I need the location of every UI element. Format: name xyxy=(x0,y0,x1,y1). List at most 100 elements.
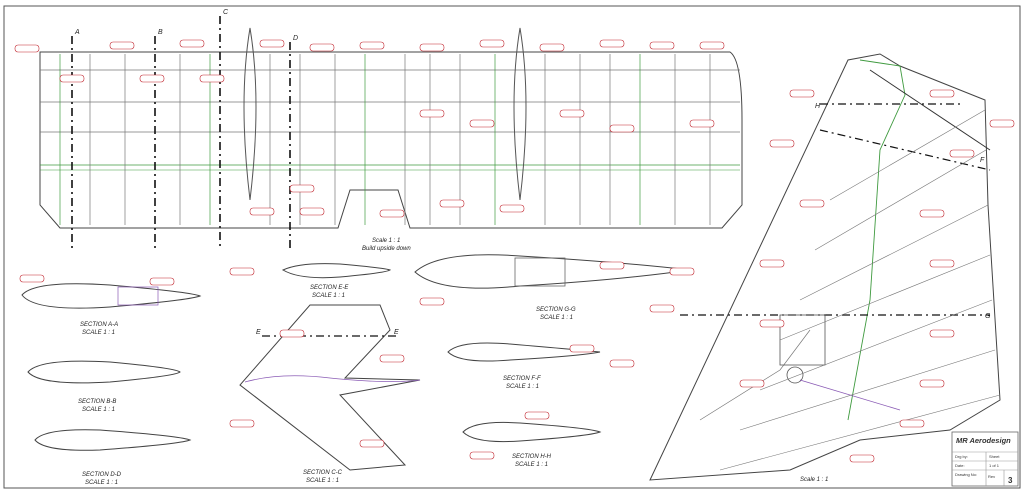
dimension-callout xyxy=(499,204,525,213)
dimension-callout xyxy=(179,39,205,48)
dimension-callout xyxy=(199,74,225,83)
section-h-h-title: SECTION H-H xyxy=(512,454,552,460)
section-c-c-scale: SCALE 1 : 1 xyxy=(306,478,339,484)
dimension-callout xyxy=(699,41,725,50)
dimension-callout xyxy=(249,207,275,216)
dimension-callout xyxy=(799,199,825,208)
dimension-callout xyxy=(229,267,255,276)
section-letter-d: D xyxy=(293,35,298,42)
section-g-g-title: SECTION G-G xyxy=(536,307,576,313)
pod-right xyxy=(513,27,527,201)
title-block: MR Aerodesign Drg by: Date: Drawing No: … xyxy=(951,431,1019,487)
dimension-callout xyxy=(609,359,635,368)
dimension-callout xyxy=(759,259,785,268)
section-g-g-scale: SCALE 1 : 1 xyxy=(540,315,573,321)
dimension-callout xyxy=(139,74,165,83)
section-letter-h: H xyxy=(815,103,821,110)
section-d-d-scale: SCALE 1 : 1 xyxy=(85,480,118,486)
tb-sheet-label: Sheet xyxy=(989,454,1000,459)
fin-side-view: H F G Scale 1 : 1 xyxy=(649,53,1001,483)
dimension-callout xyxy=(299,207,325,216)
section-e-e: SECTION E-E SCALE 1 : 1 xyxy=(281,263,392,299)
dimension-callout xyxy=(789,89,815,98)
pod-left xyxy=(243,27,257,201)
dimension-callout xyxy=(989,119,1015,128)
tb-row1: Drg by: xyxy=(955,454,968,459)
tb-rev-label: Rev xyxy=(988,474,995,479)
section-b-b-scale: SCALE 1 : 1 xyxy=(82,407,115,413)
dimension-callout xyxy=(439,199,465,208)
section-b-b-title: SECTION B-B xyxy=(78,399,116,405)
dimension-callout xyxy=(609,124,635,133)
scale-bottom-label: Scale 1 : 1 xyxy=(800,477,828,483)
dimension-callout xyxy=(149,277,175,286)
tb-row2: Date: xyxy=(955,463,965,468)
sheet-number: 3 xyxy=(1008,476,1013,485)
section-e-e-title: SECTION E-E xyxy=(310,285,349,291)
section-g-g: SECTION G-G SCALE 1 : 1 xyxy=(414,254,691,321)
fin-rib xyxy=(814,149,987,251)
fin-rib xyxy=(719,394,1001,471)
dimension-callout xyxy=(919,209,945,218)
dimension-callout xyxy=(919,379,945,388)
dimension-callout xyxy=(689,119,715,128)
section-letter-c: C xyxy=(223,9,229,16)
fin-ribs xyxy=(719,109,1001,471)
section-a-a-title: SECTION A-A xyxy=(80,322,118,328)
dimension-callout xyxy=(649,304,675,313)
dimension-callout xyxy=(929,329,955,338)
dimension-callouts xyxy=(14,39,1015,463)
dimension-callout xyxy=(59,74,85,83)
section-e-e-scale: SCALE 1 : 1 xyxy=(312,293,345,299)
dimension-callout xyxy=(849,454,875,463)
scale-top-label: Scale 1 : 1 xyxy=(372,238,400,244)
section-h-h-scale: SCALE 1 : 1 xyxy=(515,462,548,468)
dimension-callout xyxy=(524,411,550,420)
fin-rib xyxy=(829,109,986,201)
dimension-callout xyxy=(379,209,405,218)
dimension-callout xyxy=(109,41,135,50)
section-letter-f: F xyxy=(980,157,985,164)
dimension-callout xyxy=(669,267,695,276)
dimension-callout xyxy=(419,297,445,306)
build-note: Build upside down xyxy=(362,246,411,252)
dimension-callout xyxy=(599,261,625,270)
section-h-h: SECTION H-H SCALE 1 : 1 xyxy=(462,421,602,468)
dimension-callout xyxy=(559,109,585,118)
dimension-callout xyxy=(379,354,405,363)
tb-row3: Drawing No: xyxy=(955,472,977,477)
dimension-callout xyxy=(359,439,385,448)
dimension-callout xyxy=(229,419,255,428)
dimension-callout xyxy=(419,109,445,118)
section-f-f-title: SECTION F-F xyxy=(503,376,541,382)
dimension-callout xyxy=(14,44,40,53)
wing-ribs xyxy=(59,54,711,225)
dimension-callout xyxy=(419,43,445,52)
section-f-f-scale: SCALE 1 : 1 xyxy=(506,384,539,390)
dimension-callout xyxy=(949,149,975,158)
section-f-f: SECTION F-F SCALE 1 : 1 xyxy=(447,342,601,390)
dimension-callout xyxy=(649,41,675,50)
dimension-callout xyxy=(359,41,385,50)
tb-sheet-value: 1 of 1 xyxy=(989,463,1000,468)
section-a-a-scale: SCALE 1 : 1 xyxy=(82,330,115,336)
dimension-callout xyxy=(929,89,955,98)
dimension-callout xyxy=(259,39,285,48)
dimension-callout xyxy=(469,119,495,128)
dimension-callout xyxy=(599,39,625,48)
dimension-callout xyxy=(469,451,495,460)
dimension-callout xyxy=(539,43,565,52)
section-letter-a: A xyxy=(74,29,80,36)
dimension-callout xyxy=(899,419,925,428)
dimension-callout xyxy=(289,184,315,193)
dimension-callout xyxy=(929,259,955,268)
fin-rib xyxy=(799,204,989,301)
dimension-callout xyxy=(739,379,765,388)
fin-rib xyxy=(759,299,993,391)
sheet-border xyxy=(3,5,1021,489)
section-letter-e-right: E xyxy=(394,329,399,336)
section-letter-g: G xyxy=(985,313,991,320)
section-letter-b: B xyxy=(158,29,163,36)
dimension-callout xyxy=(759,319,785,328)
